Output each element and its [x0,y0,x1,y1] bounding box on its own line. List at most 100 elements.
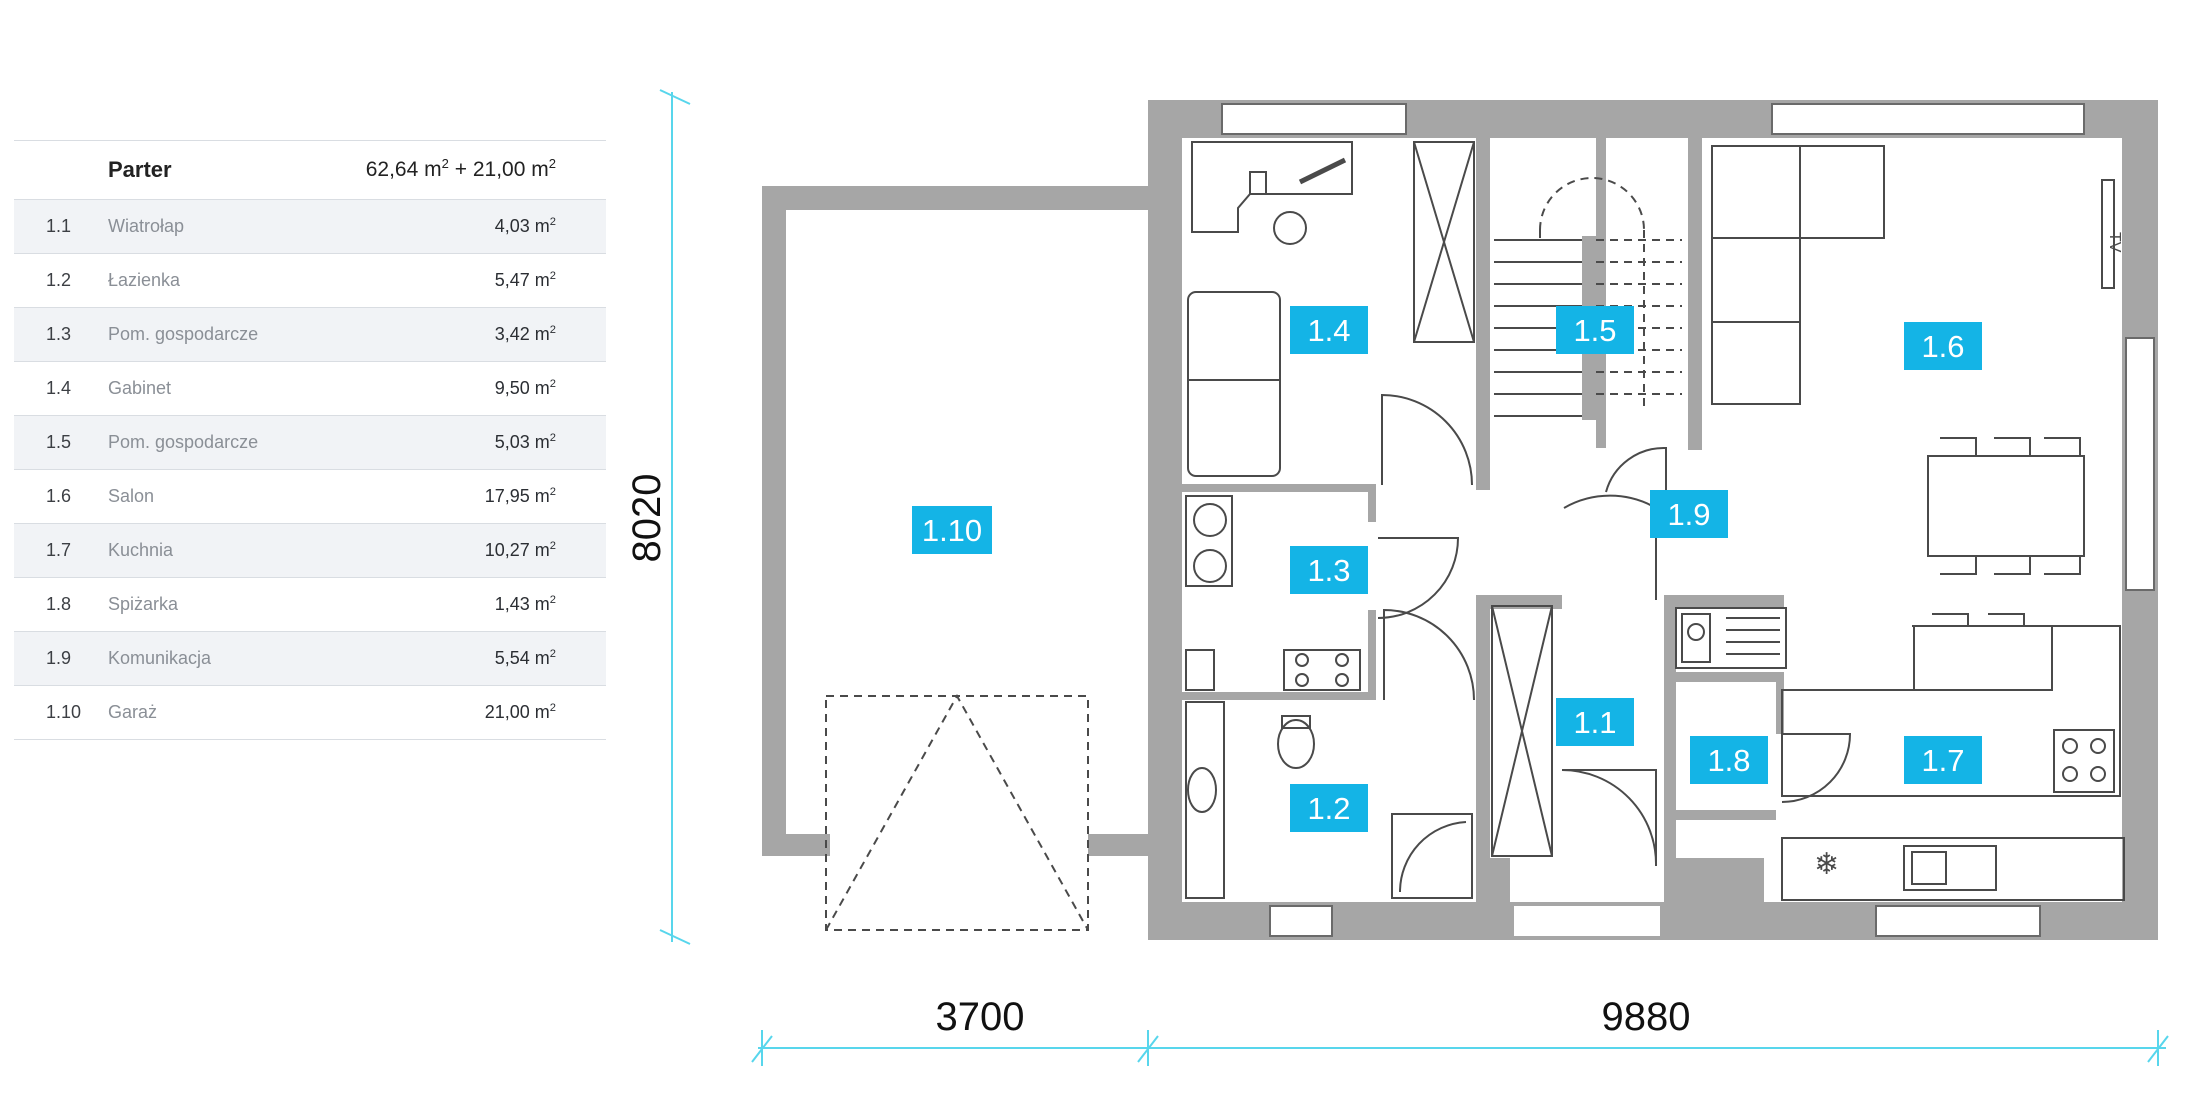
garage-width-label: 3700 [936,995,1025,1039]
room-badge-1-4 [1290,306,1368,354]
window [2125,337,2155,591]
room-label-1-10: 1.10 [922,513,982,548]
dimension-lines [659,89,2169,1066]
utility-sink [1185,649,1215,691]
room-name: Gabinet [108,361,300,416]
door-gap [1514,906,1660,936]
sink [1903,845,1997,891]
room-name: Spiżarka [108,577,300,632]
office-chair [1273,211,1307,245]
room-badge-1-5 [1556,306,1634,354]
room-name: Komunikacja [108,631,300,686]
garage-south-wall-right [1088,834,1162,856]
room-label-1-3: 1.3 [1307,553,1350,588]
windows [1221,103,2155,937]
table-row: 1.6 Salon 17,95 m2 [14,469,606,524]
room-number: 1.6 [14,469,108,524]
cooktop [2053,729,2115,793]
room-number: 1.7 [14,523,108,578]
table-row: 1.10 Garaż 21,00 m2 [14,685,606,740]
furniture: ❄ [825,141,2125,931]
room-label-1-4: 1.4 [1307,313,1350,348]
room-area: 17,95 m2 [299,469,606,524]
wall [1368,484,1376,522]
snowflake-icon: ❄ [1814,847,1839,882]
dining-chairs [1940,437,2081,575]
room-badge-1-7 [1904,736,1982,784]
wall [1664,595,1676,905]
wall [1476,595,1490,905]
room-labels: 1.4 1.5 1.6 1.9 1.10 1.3 1.1 1.8 1.7 1.2 [912,306,1982,832]
room-area: 5,03 m2 [299,415,606,470]
wardrobe [1413,141,1475,343]
room-label-1-5: 1.5 [1573,313,1616,348]
table-row: 1.9 Komunikacja 5,54 m2 [14,631,606,686]
window [1221,103,1407,135]
room-area: 5,54 m2 [299,631,606,686]
toilet [1277,719,1315,769]
window [1771,103,2085,135]
doors [1377,393,1852,867]
room-badge-1-6 [1904,322,1982,370]
room-area: 10,27 m2 [299,523,606,578]
room-area: 5,47 m2 [299,253,606,308]
room-label-1-9: 1.9 [1667,497,1710,532]
room-name: Wiatrołap [108,199,300,254]
room-badge-1-2 [1290,784,1368,832]
staircase [1494,177,1682,417]
wall [1596,138,1606,448]
room-label-1-2: 1.2 [1307,791,1350,826]
room-number: 1.10 [14,685,108,740]
garage-north-wall [762,186,1162,210]
wall [1776,672,1784,734]
room-name: Kuchnia [108,523,300,578]
table-row: 1.3 Pom. gospodarcze 3,42 m2 [14,307,606,362]
washbasin [1187,767,1217,813]
bar-stools [1932,613,2025,626]
room-number: 1.3 [14,307,108,362]
room-number: 1.8 [14,577,108,632]
room-area: 9,50 m2 [299,361,606,416]
tv-unit [2101,179,2115,289]
wall [1688,138,1702,450]
room-badge-1-10 [912,506,992,554]
window [1269,905,1333,937]
sofa [1187,291,1281,477]
room-area: 1,43 m2 [299,577,606,632]
depth-dimension-label: 8020 [625,474,669,563]
garage-door [825,693,1089,931]
room-label-1-1: 1.1 [1573,705,1616,740]
wall [1676,810,1776,820]
room-label-1-7: 1.7 [1921,743,1964,778]
wall [1476,138,1490,490]
vestibule-wardrobe [1491,605,1553,857]
kitchen-counter [1781,837,2125,901]
floor-total-area: 62,64 m2 + 21,00 m2 [299,140,606,200]
wall [1182,692,1376,700]
desk [1191,141,1353,233]
table-row: 1.2 Łazienka 5,47 m2 [14,253,606,308]
wall [1368,610,1376,700]
wall [1476,858,1510,905]
room-name: Garaż [108,685,300,740]
shower [1391,813,1473,899]
room-number: 1.2 [14,253,108,308]
dining-table [1927,455,2085,557]
garage-west-wall [762,186,786,856]
table-row: 1.4 Gabinet 9,50 m2 [14,361,606,416]
house-width-label: 9880 [1602,995,1691,1039]
room-badge-1-8 [1690,736,1768,784]
table-row: 1.7 Kuchnia 10,27 m2 [14,523,606,578]
room-label-1-8: 1.8 [1707,743,1750,778]
room-badge-1-3 [1290,546,1368,594]
room-badge-1-9 [1650,490,1728,538]
room-badge-1-1 [1556,698,1634,746]
lamp-icon [1298,157,1347,185]
room-name: Pom. gospodarcze [108,415,300,470]
wall [1664,858,1764,905]
wall [1676,672,1782,682]
wall [1664,595,1784,609]
table-row: 1.8 Spiżarka 1,43 m2 [14,577,606,632]
room-number: 1.4 [14,361,108,416]
table-row: 1.1 Wiatrołap 4,03 m2 [14,199,606,254]
